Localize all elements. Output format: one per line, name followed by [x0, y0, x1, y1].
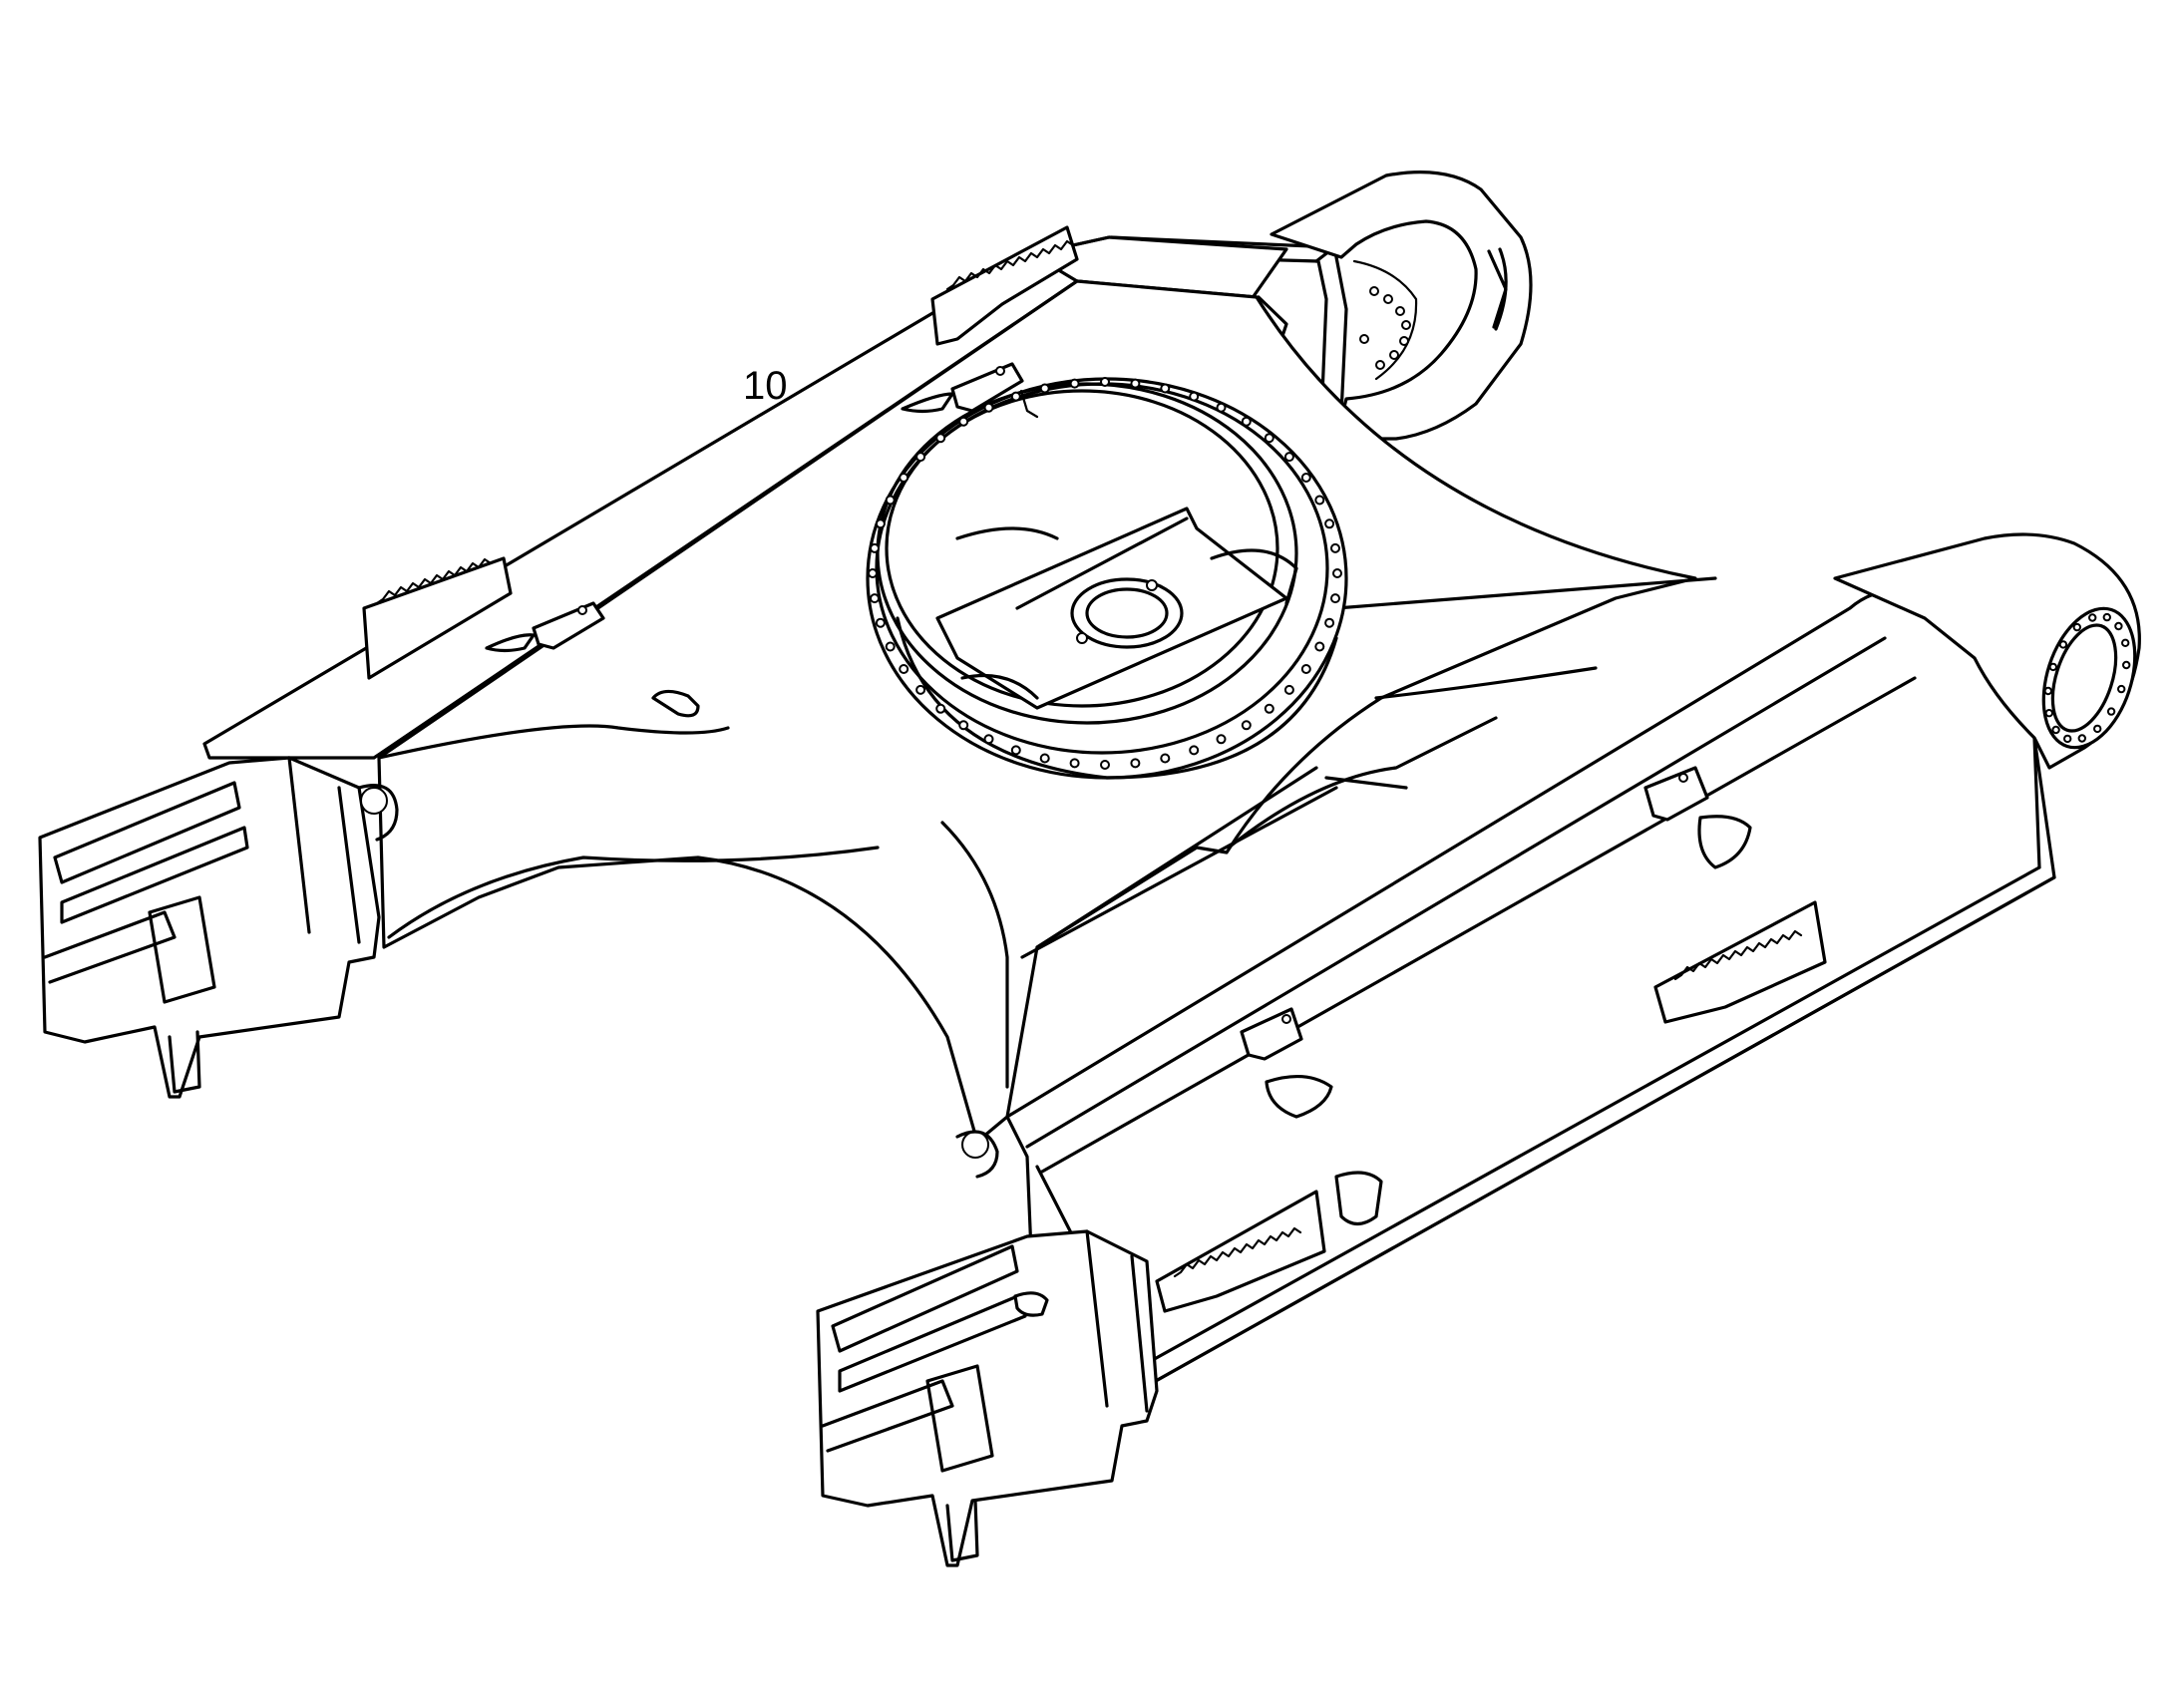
ring-bolt-hole	[899, 473, 909, 483]
ring-bolt-hole	[983, 402, 994, 413]
ring-bolt-hole	[1314, 495, 1325, 506]
ring-bolt-hole	[875, 617, 886, 628]
front-track-frame	[1005, 532, 2141, 1398]
ring-bolt-hole	[875, 518, 886, 529]
ring-bolt-hole	[1160, 753, 1171, 764]
ring-bolt-hole	[1010, 745, 1021, 756]
ring-bolt-hole	[935, 703, 946, 714]
idler-bolt-hole	[2044, 709, 2054, 718]
rear-motor-mount	[38, 756, 399, 1099]
ring-bolt-hole	[899, 664, 909, 674]
idler-bolt-hole	[2063, 734, 2072, 744]
front-motor-mount	[816, 1130, 1159, 1567]
ring-bolt-hole	[1300, 473, 1311, 483]
ring-bolt-hole	[915, 452, 926, 463]
ring-bolt-hole	[983, 734, 994, 745]
ring-bolt-hole	[1314, 641, 1325, 652]
idler-bolt-hole	[2051, 725, 2060, 735]
idler-bolt-hole	[2072, 622, 2082, 632]
ring-bolt-hole	[935, 433, 946, 444]
ring-bolt-hole	[1216, 734, 1227, 745]
ring-bolt-hole	[958, 416, 969, 427]
idler-bolt-hole	[2114, 621, 2123, 631]
idler-bolt-hole	[2043, 686, 2053, 696]
ring-bolt-hole	[1241, 416, 1252, 427]
ring-bolt-hole	[1332, 568, 1342, 578]
idler-bolt-hole	[2077, 734, 2087, 743]
ring-bolt-hole	[1069, 378, 1080, 389]
ring-bolt-hole	[1130, 378, 1141, 389]
idler-bolt-hole	[2088, 613, 2097, 622]
idler-bolt-hole	[2122, 660, 2131, 670]
idler-bolt-hole	[2121, 638, 2130, 647]
idler-bolt-hole	[2048, 662, 2058, 672]
ring-bolt-hole	[1100, 377, 1110, 387]
ring-bolt-hole	[870, 542, 880, 553]
ring-bolt-hole	[870, 593, 880, 604]
idler-bolt-hole	[2102, 612, 2112, 622]
ring-bolt-hole	[1330, 542, 1340, 553]
ring-bolt-hole	[1039, 753, 1050, 764]
ring-bolt-hole	[1189, 391, 1200, 402]
rear-pads	[485, 362, 1024, 653]
ring-bolt-hole	[1324, 518, 1335, 529]
ring-bolt-hole	[1283, 452, 1294, 463]
idler-bolt-hole	[2106, 707, 2116, 716]
ring-bolt-hole	[885, 495, 896, 506]
ring-bolt-hole	[1010, 391, 1021, 402]
ring-bolt-hole	[1241, 720, 1252, 731]
swing-ring	[866, 377, 1348, 780]
idler-bolt-hole	[2058, 640, 2068, 649]
ring-bolt-hole	[868, 568, 878, 578]
ring-bolt-hole	[1324, 617, 1335, 628]
ring-bolt-hole	[1160, 383, 1171, 394]
ring-bolt-hole	[1330, 593, 1340, 604]
ring-bolt-hole	[1100, 760, 1110, 770]
ring-bolt-hole	[1130, 758, 1141, 769]
ring-bolt-hole	[885, 641, 896, 652]
ring-bolt-hole	[1283, 684, 1294, 695]
idler-bolt-hole	[2093, 724, 2102, 734]
ring-bolt-hole	[1264, 433, 1274, 444]
ring-bolt-hole	[1300, 664, 1311, 674]
ring-bolt-hole	[958, 720, 969, 731]
rear-track-guard	[362, 225, 1079, 680]
ring-bolt-hole	[1069, 758, 1080, 769]
callout-leader	[1019, 389, 1039, 419]
idler-bolt-hole	[2117, 684, 2126, 694]
callout-label: 10	[743, 364, 788, 408]
ring-bolt-hole	[1216, 402, 1227, 413]
ring-bolt-hole	[1264, 703, 1274, 714]
ring-bolt-hole	[1189, 745, 1200, 756]
ring-bolt-hole	[1039, 383, 1050, 394]
ring-bolt-hole	[915, 684, 926, 695]
